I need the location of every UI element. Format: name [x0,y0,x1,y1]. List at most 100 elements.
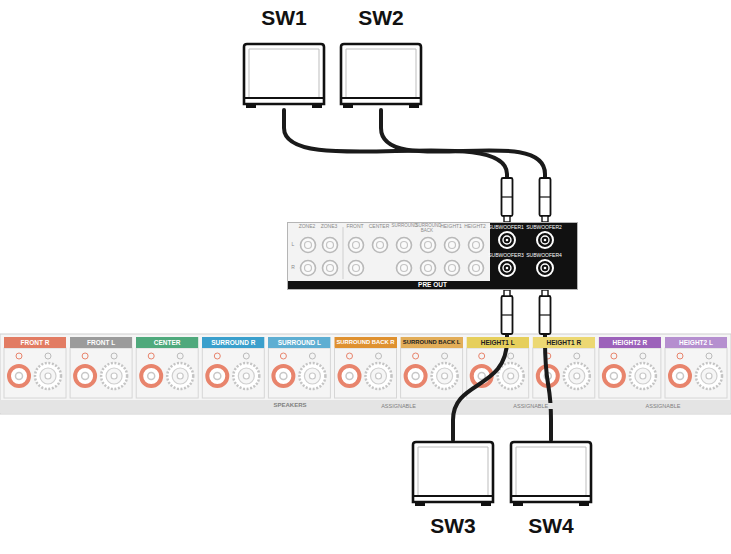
box-outline [341,44,421,104]
terminal-hole [376,373,382,379]
negative-terminal [299,363,325,389]
negative-terminal [101,363,127,389]
terminal-frame [467,348,529,398]
box-base-line [244,97,324,99]
terminal-hole [442,373,448,379]
terminal-post [172,368,188,384]
rca-jack [323,238,338,253]
polarity-mark [280,353,286,359]
terminal-frame [401,348,463,398]
polarity-mark [16,353,22,359]
rca-plug [540,296,551,334]
assignable-label: ASSIGNABLE [641,403,685,409]
terminal-hole [412,373,419,380]
terminal-frame [335,348,397,398]
subwoofer-jack-inner [503,264,511,272]
subwoofer: SW2 [337,6,425,110]
jack-label: SURROUND [392,224,415,229]
negative-terminal [432,363,458,389]
rca-jack-inner [305,242,312,249]
rca-jack [421,238,436,253]
box-foot [312,104,322,108]
rca-plug-tip [504,290,510,296]
polarity-mark [243,353,249,359]
box-base-line [341,97,421,99]
negative-terminal [167,363,193,389]
rca-jack [323,261,338,276]
terminal-frame [136,348,198,398]
subwoofer: SW1 [240,6,328,110]
terminal-hole [214,373,221,380]
box-foot [246,104,256,108]
negative-terminal [233,363,259,389]
rca-jack [349,238,364,253]
terminal-hole [677,373,684,380]
speakers-label: SPEAKERS [260,402,320,408]
rca-jack-inner [327,265,334,272]
subwoofer-box [339,42,423,110]
terminal-header-bar [70,337,132,348]
terminal-hole [111,373,117,379]
polarity-mark [111,353,117,359]
terminal-header-bar [401,337,463,348]
jack-label: ZONE3 [318,224,340,229]
terminal-panel [0,334,731,414]
terminal-header-bar [467,337,529,348]
jack-label: R [289,264,297,270]
terminal-hole [243,373,249,379]
subwoofer-jack [537,260,553,276]
rca-plug-ring [540,314,551,315]
assignable-label: ASSIGNABLE [377,403,421,409]
speaker-channel-label: FRONT R [4,337,66,348]
polarity-mark [82,353,88,359]
negative-terminal [564,363,590,389]
terminal-hole [706,373,712,379]
negative-terminal [35,363,61,389]
terminal-hole [346,373,353,380]
speaker-channel-label: SURROUND BACK L [401,337,463,348]
subwoofer-cable-group [540,290,552,440]
speaker-channel-label: HEIGHT2 L [665,337,727,348]
rca-jack-inner [353,242,360,249]
rca-jack-inner [327,242,334,249]
subwoofer-cable [381,110,545,222]
subwoofer-cable [284,110,507,222]
subwoofer-cable-group [284,110,513,222]
polarity-mark [574,353,580,359]
subwoofer-cable [453,290,507,440]
speaker-channel-label: CENTER [136,337,198,348]
negative-terminal [366,363,392,389]
box-inner-edge [346,49,416,98]
rca-jack [397,238,412,253]
terminal-post [304,368,320,384]
rca-jack-inner [305,265,312,272]
subwoofer-label: SW2 [358,6,404,30]
rca-jack [469,261,484,276]
terminal-hole [640,373,646,379]
subwoofer: SW4 [507,440,595,538]
jack-label: SUBWOOFER2 [526,224,562,230]
negative-terminal [696,363,722,389]
speaker-channel-label: SURROUND BACK R [335,337,397,348]
box-foot [481,502,491,506]
rca-plug [502,178,513,216]
box-inner-edge [516,447,586,496]
subwoofer-jack-pin [544,239,547,242]
rca-jack [349,261,364,276]
subwoofer-jack-inner [503,236,511,244]
terminal-frame [4,348,66,398]
terminal-base-band [0,400,731,413]
speaker-channel-label: HEIGHT1 R [533,337,595,348]
terminal-frame [665,348,727,398]
polarity-mark [177,353,183,359]
polarity-mark [479,353,485,359]
subwoofer-box [509,440,593,508]
rca-jack [301,261,316,276]
positive-terminal [340,366,360,386]
terminal-hole [309,373,315,379]
polarity-mark [376,353,382,359]
rca-jack-inner [401,265,408,272]
speaker-channel-label: HEIGHT2 R [599,337,661,348]
rca-jack [301,238,316,253]
box-base-line [413,495,493,497]
